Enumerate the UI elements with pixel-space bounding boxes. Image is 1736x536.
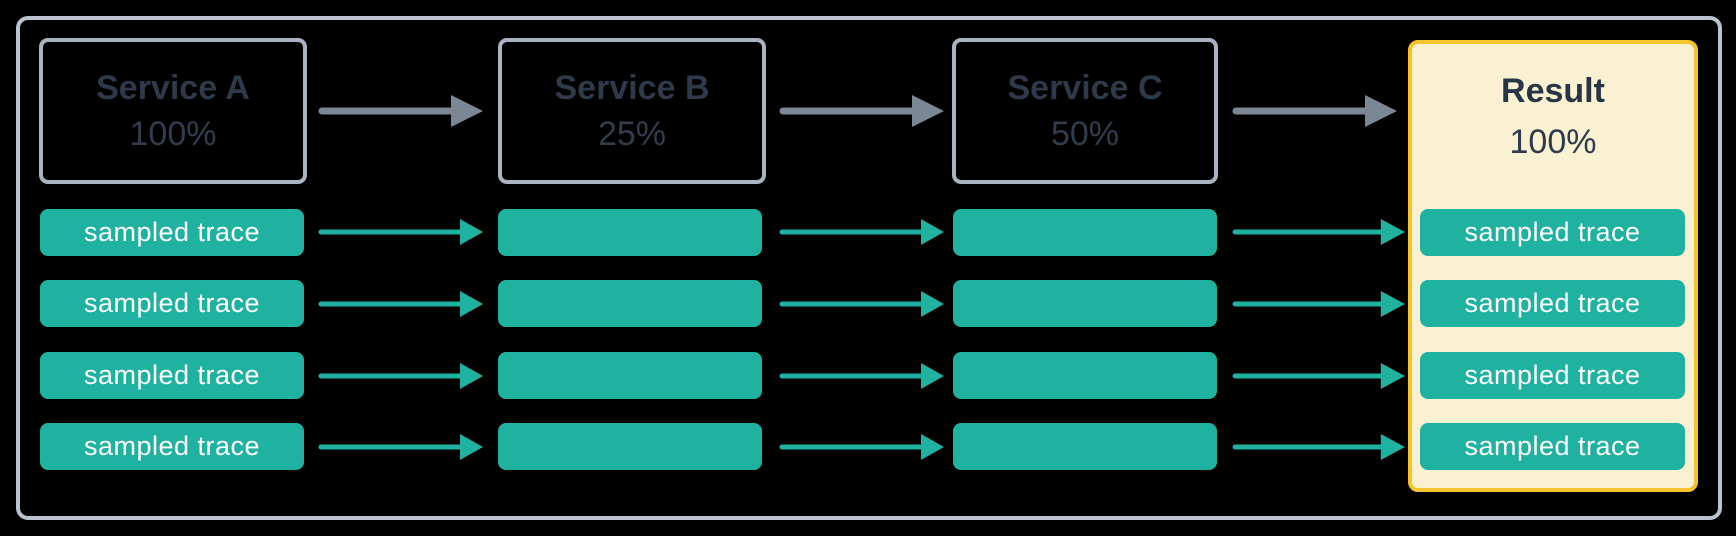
flow-arrow-c-to-result [1232,95,1397,127]
trace-arrow-b-c-3 [779,363,944,389]
trace-bar-result-2: sampled trace [1420,280,1685,327]
trace-arrow-c-result-4 [1232,434,1405,460]
service-c-rate: 50% [1050,114,1120,153]
trace-bar-result-1: sampled trace [1420,209,1685,256]
trace-arrow-c-result-3 [1232,363,1405,389]
trace-bar-result-4: sampled trace [1420,423,1685,470]
service-c-box: Service C 50% [952,38,1218,184]
trace-bar-c-2 [953,280,1217,327]
trace-bar-c-1 [953,209,1217,256]
service-a-name: Service A [96,68,250,107]
trace-arrow-b-c-4 [779,434,944,460]
trace-bar-b-3 [498,352,762,399]
flow-arrow-b-to-c [779,95,944,127]
trace-arrow-a-b-2 [318,291,483,317]
flow-arrow-a-to-b [318,95,483,127]
trace-bar-c-3 [953,352,1217,399]
trace-bar-c-4 [953,423,1217,470]
trace-bar-a-3: sampled trace [40,352,304,399]
trace-bar-b-2 [498,280,762,327]
service-a-rate: 100% [129,114,217,153]
trace-arrow-a-b-1 [318,219,483,245]
trace-arrow-b-c-2 [779,291,944,317]
trace-bar-a-2: sampled trace [40,280,304,327]
diagram-frame [16,16,1722,520]
trace-arrow-a-b-4 [318,434,483,460]
result-rate: 100% [1509,123,1597,161]
trace-bar-a-1: sampled trace [40,209,304,256]
trace-arrow-c-result-2 [1232,291,1405,317]
trace-arrow-b-c-1 [779,219,944,245]
service-a-box: Service A 100% [39,38,307,184]
service-b-name: Service B [554,68,710,107]
result-box: Result 100% [1408,40,1698,492]
trace-bar-result-3: sampled trace [1420,352,1685,399]
service-b-rate: 25% [597,114,667,153]
trace-bar-a-4: sampled trace [40,423,304,470]
trace-bar-b-4 [498,423,762,470]
result-name: Result [1501,72,1605,110]
trace-arrow-c-result-1 [1232,219,1405,245]
trace-bar-b-1 [498,209,762,256]
trace-arrow-a-b-3 [318,363,483,389]
service-c-name: Service C [1007,68,1163,107]
service-b-box: Service B 25% [498,38,766,184]
